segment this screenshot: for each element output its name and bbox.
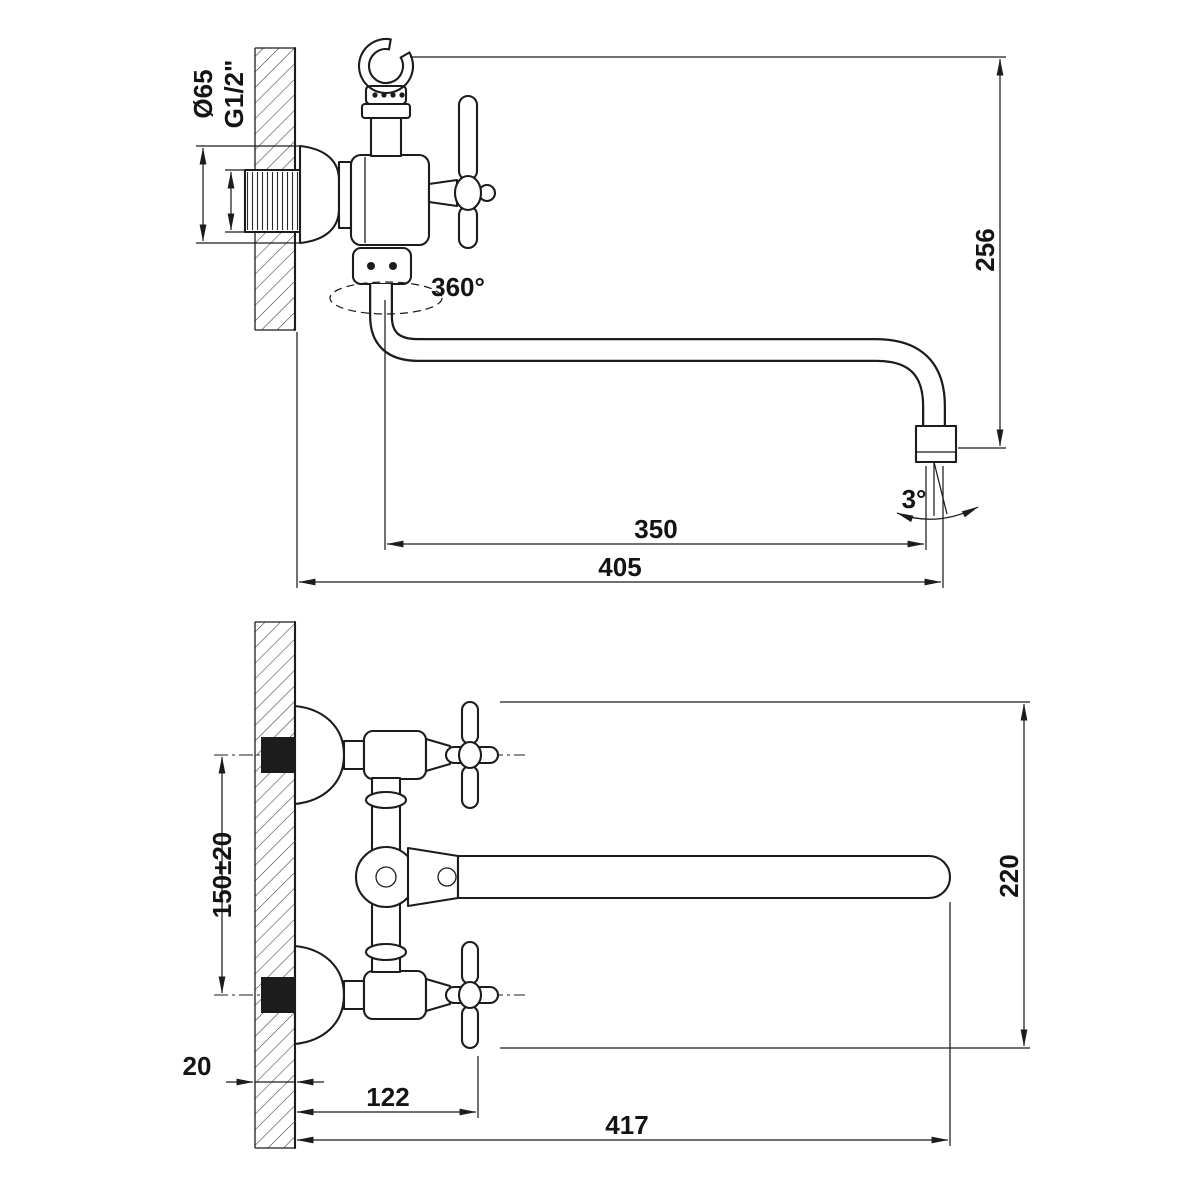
bottom-inlet	[261, 944, 452, 1046]
faucet-front-view	[214, 700, 952, 1050]
dim-label-thread: G1/2"	[219, 60, 249, 129]
bottom-view: 150±20 220 20 122 417	[183, 620, 1030, 1150]
faucet-side-view	[243, 37, 979, 523]
dim-label-overall-height-220: 220	[994, 854, 1024, 897]
spout-side	[369, 284, 958, 464]
spout-nut	[351, 246, 413, 286]
dim-label-height-256: 256	[970, 228, 1000, 271]
swivel-ellipse	[329, 281, 443, 315]
top-view: 256 350 405 Ø65 G1/2" 360° 3°	[188, 37, 1006, 588]
top-inlet	[261, 704, 452, 806]
dim-label-swivel: 360°	[431, 272, 485, 302]
dim-label-overall-length-417: 417	[605, 1110, 648, 1140]
collar	[337, 160, 353, 230]
threaded-nipple	[243, 168, 304, 234]
dim-label-wall-thickness: 20	[183, 1051, 212, 1081]
top-view-dimensions: 256 350 405 Ø65 G1/2" 360° 3°	[188, 56, 1006, 588]
cross-handle-top	[444, 700, 500, 810]
wall-section-bottom	[254, 620, 297, 1150]
dim-label-spout-reach-350: 350	[634, 514, 677, 544]
cross-handle-bottom	[444, 940, 500, 1050]
valve-body-side	[349, 153, 431, 247]
spout-front	[406, 846, 952, 908]
aerator	[914, 424, 958, 464]
dim-label-outlet-angle: 3°	[902, 484, 927, 514]
dim-label-projection-122: 122	[366, 1082, 409, 1112]
outlet-angle-detail	[896, 461, 979, 523]
shower-hook	[357, 37, 415, 158]
bottom-view-dimensions: 150±20 220 20 122 417	[183, 701, 1030, 1146]
cross-handle-side	[427, 94, 497, 250]
escutcheon-side	[298, 144, 341, 245]
dim-label-inlet-centers: 150±20	[207, 832, 237, 919]
dim-label-overall-reach-405: 405	[598, 552, 641, 582]
dim-label-flange-diameter: Ø65	[188, 69, 218, 118]
